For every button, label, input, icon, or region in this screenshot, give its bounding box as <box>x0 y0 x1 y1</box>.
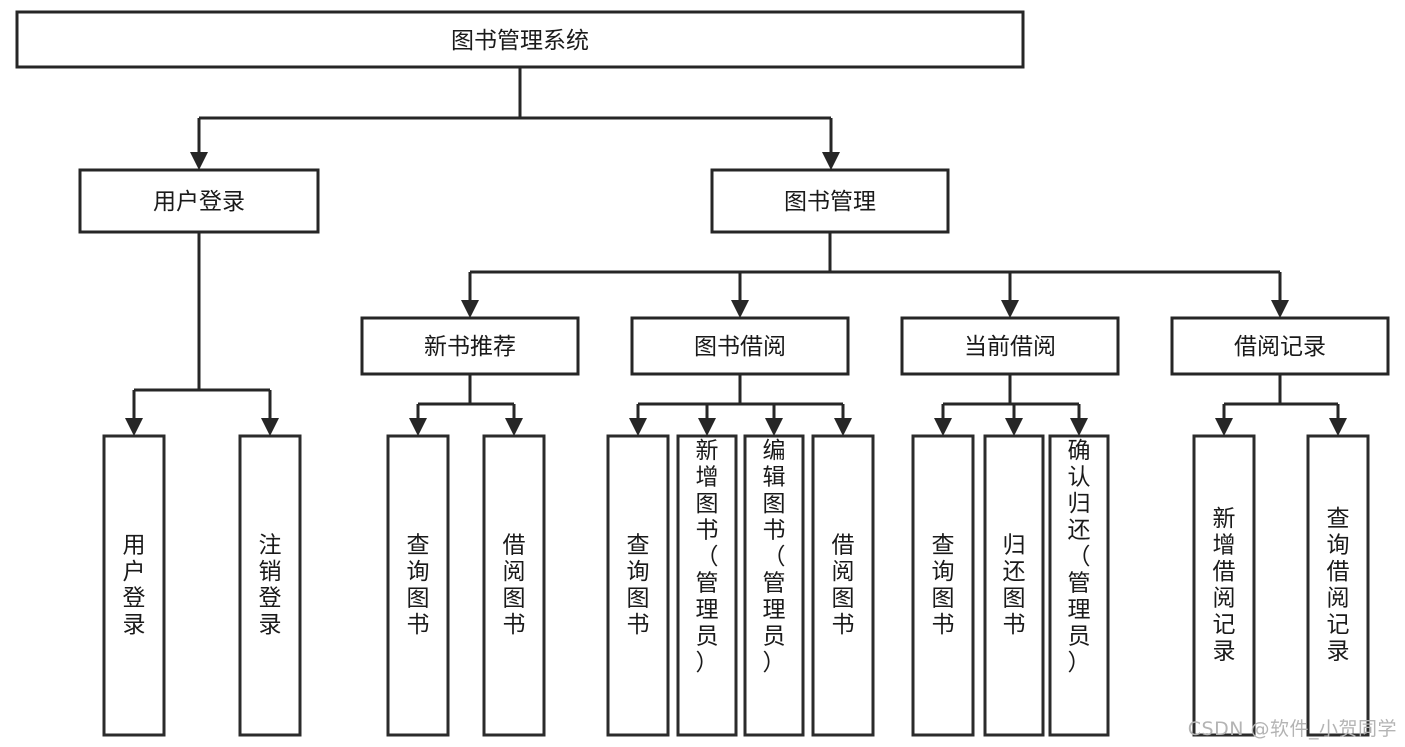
new-book-recommend-label: 新书推荐 <box>424 334 516 360</box>
leaf-query-book-rec-label: 查询图书 <box>407 533 430 639</box>
node-book-borrow[interactable]: 图书借阅 <box>630 316 850 376</box>
leaf-query-borrow-record-box[interactable] <box>1306 434 1370 737</box>
leaf-node[interactable]: 借阅图书 <box>482 434 546 737</box>
edge-bookborrow-to-leaves <box>629 374 852 436</box>
leaf-node[interactable]: 查询图书 <box>386 434 450 737</box>
edge-root-to-level2 <box>190 67 840 170</box>
leaf-query-book-borrow-box[interactable] <box>606 434 670 737</box>
current-borrow-box[interactable] <box>900 316 1120 376</box>
leaf-add-book-box[interactable] <box>676 434 738 737</box>
leaf-node[interactable]: 归还图书 <box>983 434 1045 737</box>
leaf-borrow-book-rec-label: 借阅图书 <box>503 533 526 639</box>
root-label: 图书管理系统 <box>451 28 589 54</box>
leaf-query-borrow-record-label: 查询借阅记录 <box>1327 506 1350 665</box>
edge-userlogin-to-leaves <box>125 232 279 436</box>
node-borrow-record[interactable]: 借阅记录 <box>1170 316 1390 376</box>
leaf-borrow-book-rec-box[interactable] <box>482 434 546 737</box>
edge-currentborrow-to-leaves <box>934 374 1088 436</box>
leaf-logout-label: 注销登录 <box>259 533 282 639</box>
leaf-return-book-box[interactable] <box>983 434 1045 737</box>
leaf-confirm-return-box[interactable] <box>1048 434 1110 737</box>
current-borrow-label: 当前借阅 <box>964 334 1056 360</box>
leaf-query-book-rec-box[interactable] <box>386 434 450 737</box>
leaf-node[interactable]: 新增借阅记录 <box>1192 434 1256 737</box>
node-new-book-recommend[interactable]: 新书推荐 <box>360 316 580 376</box>
borrow-record-label: 借阅记录 <box>1234 334 1326 360</box>
book-manage-label: 图书管理 <box>784 189 876 215</box>
edge-newbook-to-leaves <box>409 374 523 436</box>
edge-borrowrecord-to-leaves <box>1215 374 1347 436</box>
leaf-node[interactable]: 新增图书（管理员） <box>676 434 738 737</box>
leaf-node[interactable]: 借阅图书 <box>811 434 875 737</box>
root-box[interactable] <box>15 10 1025 69</box>
new-book-recommend-box[interactable] <box>360 316 580 376</box>
node-book-manage[interactable]: 图书管理 <box>710 168 950 234</box>
leaf-query-book-current-label: 查询图书 <box>932 533 955 639</box>
node-current-borrow[interactable]: 当前借阅 <box>900 316 1120 376</box>
book-borrow-box[interactable] <box>630 316 850 376</box>
leaf-borrow-book-label: 借阅图书 <box>832 533 855 639</box>
leaf-node[interactable]: 查询借阅记录 <box>1306 434 1370 737</box>
connector-lines <box>125 67 1347 436</box>
book-borrow-label: 图书借阅 <box>694 334 786 360</box>
leaf-node[interactable]: 用户登录 <box>102 434 166 737</box>
edge-bookmanage-to-level3 <box>461 232 1289 318</box>
leaf-add-borrow-record-label: 新增借阅记录 <box>1213 506 1236 665</box>
node-root[interactable]: 图书管理系统 <box>15 10 1025 69</box>
leaf-node[interactable]: 注销登录 <box>238 434 302 737</box>
leaf-logout-box[interactable] <box>238 434 302 737</box>
leaf-user-login-label: 用户登录 <box>123 533 146 639</box>
leaf-edit-book-label: 编辑图书（管理员） <box>763 438 786 676</box>
leaf-add-book-label: 新增图书（管理员） <box>696 438 719 676</box>
leaf-return-book-label: 归还图书 <box>1003 533 1026 639</box>
leaf-confirm-return-label: 确认归还（管理员） <box>1068 438 1091 676</box>
leaf-query-book-borrow-label: 查询图书 <box>627 533 650 639</box>
leaf-nodes-layer: 用户登录 注销登录 查询图书 借阅图书 查询图书 新增图书（管理员） 编辑图书（管理员） 借阅… <box>102 434 1370 737</box>
leaf-node[interactable]: 编辑图书（管理员） <box>743 434 805 737</box>
leaf-query-book-current-box[interactable] <box>911 434 975 737</box>
leaf-node[interactable]: 确认归还（管理员） <box>1048 434 1110 737</box>
user-login-label: 用户登录 <box>153 189 245 215</box>
borrow-record-box[interactable] <box>1170 316 1390 376</box>
user-login-box[interactable] <box>78 168 320 234</box>
node-user-login[interactable]: 用户登录 <box>78 168 320 234</box>
leaf-user-login-box[interactable] <box>102 434 166 737</box>
leaf-borrow-book-box[interactable] <box>811 434 875 737</box>
leaf-edit-book-box[interactable] <box>743 434 805 737</box>
leaf-add-borrow-record-box[interactable] <box>1192 434 1256 737</box>
book-manage-box[interactable] <box>710 168 950 234</box>
leaf-node[interactable]: 查询图书 <box>606 434 670 737</box>
leaf-node[interactable]: 查询图书 <box>911 434 975 737</box>
